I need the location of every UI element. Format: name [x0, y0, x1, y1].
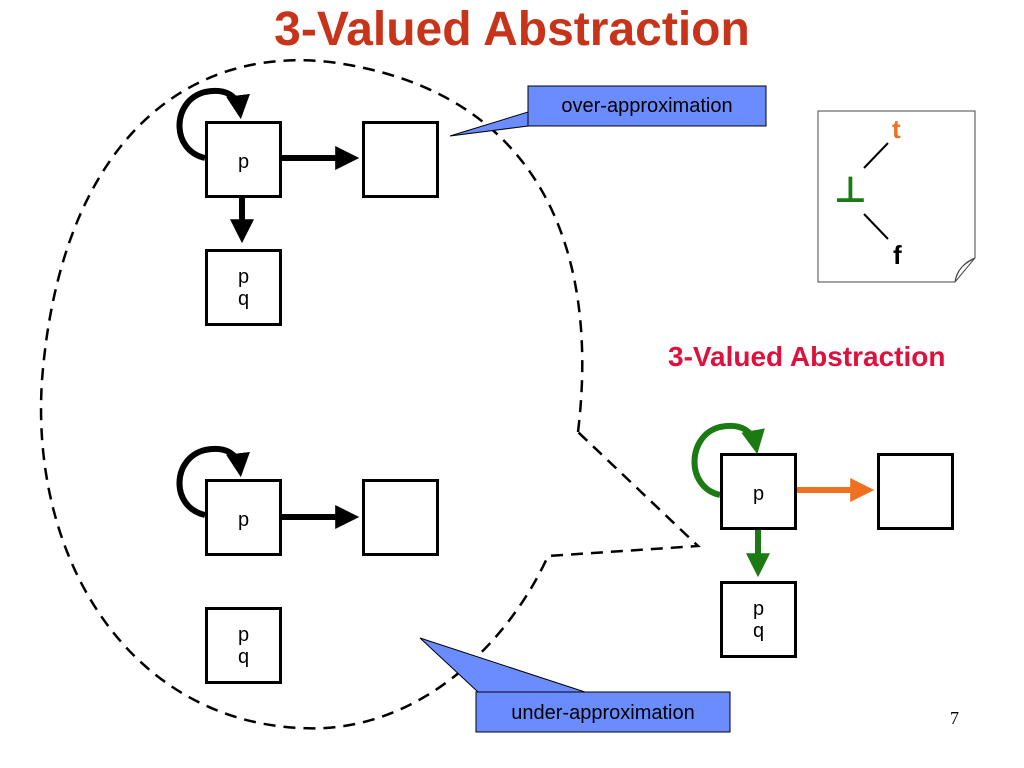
lattice-note-page: [817, 110, 976, 283]
node-empty-top-right: [362, 121, 439, 198]
node-label-line2: q: [752, 620, 765, 642]
lattice-false-label: f: [893, 240, 902, 270]
node-label-line1: p: [237, 266, 250, 288]
node-label: p: [237, 509, 250, 531]
node-p-right: p: [720, 453, 797, 530]
node-pq-bottom: p q: [205, 607, 282, 684]
self-loop-arrow-bottom: [176, 446, 250, 518]
over-approximation-box: [527, 85, 767, 127]
node-empty-right: [877, 453, 954, 530]
self-loop-arrow-top: [176, 88, 250, 161]
lattice-edge-upper: [863, 142, 889, 169]
node-label: p: [752, 483, 765, 505]
slide-title: 3-Valued Abstraction: [274, 3, 750, 56]
node-label-line2: q: [237, 646, 250, 668]
right-panel-title: 3-Valued Abstraction: [668, 341, 946, 372]
lattice-edge-lower: [863, 213, 889, 240]
node-empty-bottom-right: [362, 479, 439, 556]
lattice-top-label: t: [892, 114, 901, 144]
node-label-line1: p: [752, 598, 765, 620]
over-approximation-pointer: [449, 111, 529, 137]
under-approximation-label: under-approximation: [511, 702, 695, 724]
node-pq-top: p q: [205, 249, 282, 326]
lattice-bottom-element-label: ⊥: [834, 170, 867, 211]
under-approximation-box: [475, 691, 731, 733]
node-label: p: [237, 151, 250, 173]
lattice-note-fold: [954, 257, 976, 283]
node-label-line1: p: [237, 624, 250, 646]
node-pq-right: p q: [720, 581, 797, 658]
node-label-line2: q: [237, 288, 250, 310]
node-p-top-left: p: [205, 121, 282, 198]
abstraction-dashed-outline: [39, 59, 701, 730]
over-approximation-label: over-approximation: [561, 95, 733, 117]
page-number: 7: [950, 708, 959, 728]
self-loop-arrow-green: [691, 423, 765, 498]
node-p-bottom-left: p: [205, 479, 282, 556]
